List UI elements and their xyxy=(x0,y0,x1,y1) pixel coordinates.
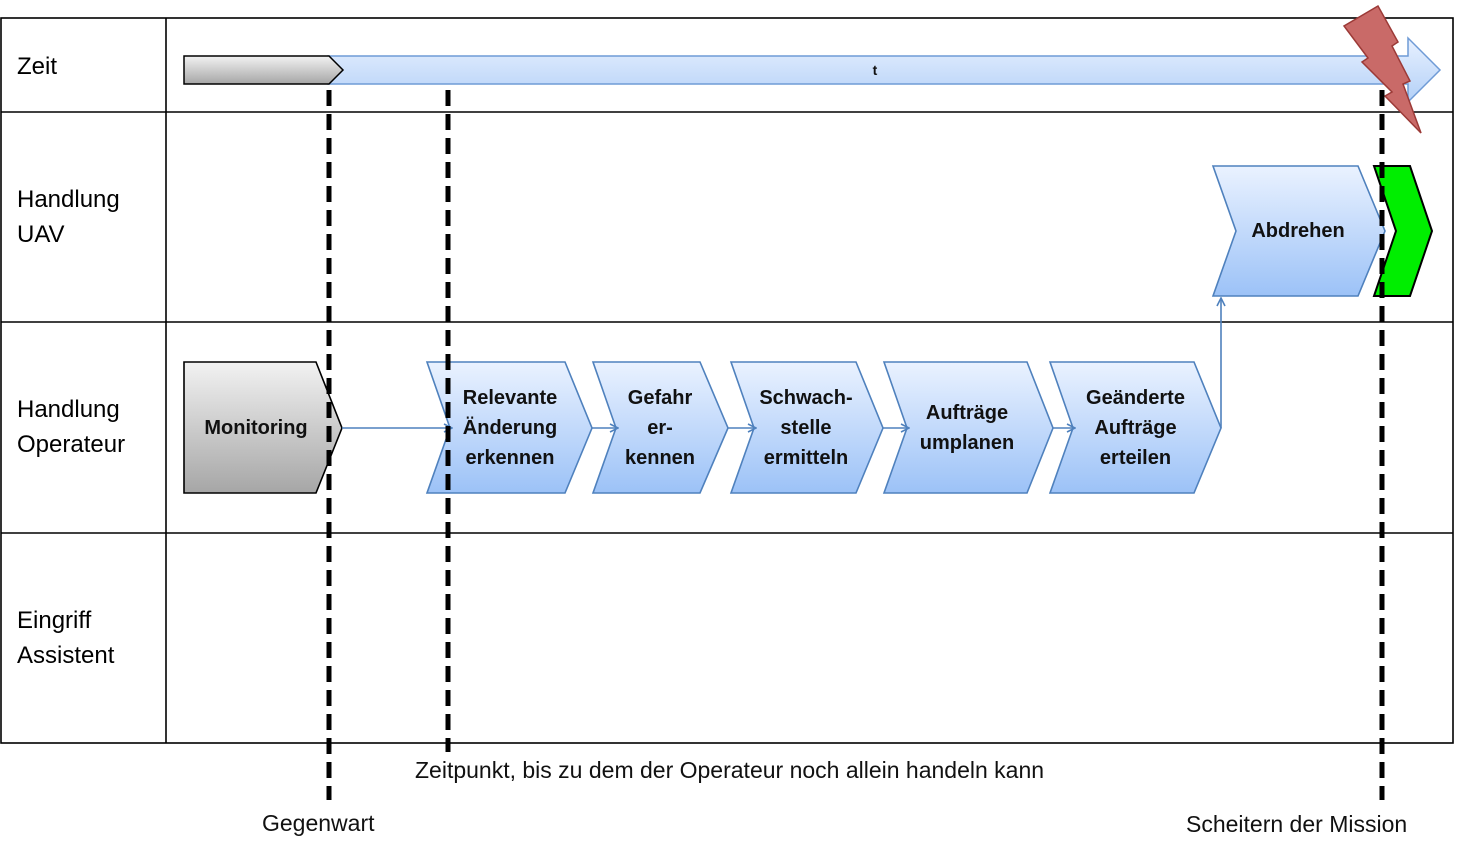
lane-label-operateur: Handlung Operateur xyxy=(17,392,157,462)
time-markers xyxy=(326,90,1385,800)
caption-scheitern: Scheitern der Mission xyxy=(1186,811,1408,837)
lane-label-assistent: Eingriff Assistent xyxy=(17,603,157,673)
time-axis-arrow xyxy=(327,36,1442,104)
lane-label-line: Handlung xyxy=(17,396,120,423)
lane-label-line: Handlung xyxy=(17,186,120,213)
step-text-line: erteilen xyxy=(1099,446,1172,469)
step-relevante-label: Relevante Änderung erkennen xyxy=(440,362,580,493)
step-text-line: kennen xyxy=(624,446,696,469)
step-text-line: Relevante xyxy=(462,386,558,409)
step-text-line: Schwach- xyxy=(759,386,853,409)
lane-label-uav: Handlung UAV xyxy=(17,182,157,252)
step-text-line: umplanen xyxy=(919,431,1015,454)
step-text-line: Monitoring xyxy=(204,416,308,439)
step-text-line: Gefahr xyxy=(627,386,693,409)
flow-connectors xyxy=(342,298,1221,428)
lane-label-line: Eingriff xyxy=(17,607,92,634)
step-text-line: Aufträge xyxy=(1094,416,1177,439)
time-axis-label: t xyxy=(872,62,878,78)
step-text-line: Änderung xyxy=(462,416,558,439)
swimlane-grid xyxy=(0,17,1454,744)
lane-label-zeit: Zeit xyxy=(17,49,157,84)
step-text-line: stelle xyxy=(780,416,832,439)
lane-label-line: Assistent xyxy=(17,642,115,669)
step-text-line: ermitteln xyxy=(763,446,849,469)
step-monitoring-label: Monitoring xyxy=(186,362,326,493)
step-text-line: Abdrehen xyxy=(1251,220,1345,242)
step-schwachstelle-label: Schwach- stelle ermitteln xyxy=(743,362,869,493)
lane-label-line: UAV xyxy=(17,221,65,248)
lane-label-line: Operateur xyxy=(17,431,126,458)
caption-zeitpunkt: Zeitpunkt, bis zu dem der Operateur noch… xyxy=(415,757,1045,783)
step-auftraege-umplanen-label: Aufträge umplanen xyxy=(897,362,1037,493)
step-text-line: Aufträge xyxy=(925,401,1009,424)
step-text-line: er- xyxy=(647,416,673,439)
step-text-line: erkennen xyxy=(465,446,555,469)
lane-label-line: Zeit xyxy=(17,53,58,80)
step-geaenderte-label: Geänderte Aufträge erteilen xyxy=(1063,362,1208,493)
step-gefahr-label: Gefahr er- kennen xyxy=(605,362,715,493)
step-text-line: Geänderte xyxy=(1086,386,1185,409)
lightning-icon xyxy=(1342,4,1422,134)
time-axis-past-segment xyxy=(183,55,345,85)
step-abdrehen-shape xyxy=(1211,165,1386,297)
step-abdrehen-label: Abdrehen xyxy=(1228,166,1368,296)
caption-gegenwart: Gegenwart xyxy=(262,810,375,836)
success-chevron-icon xyxy=(1372,165,1434,297)
